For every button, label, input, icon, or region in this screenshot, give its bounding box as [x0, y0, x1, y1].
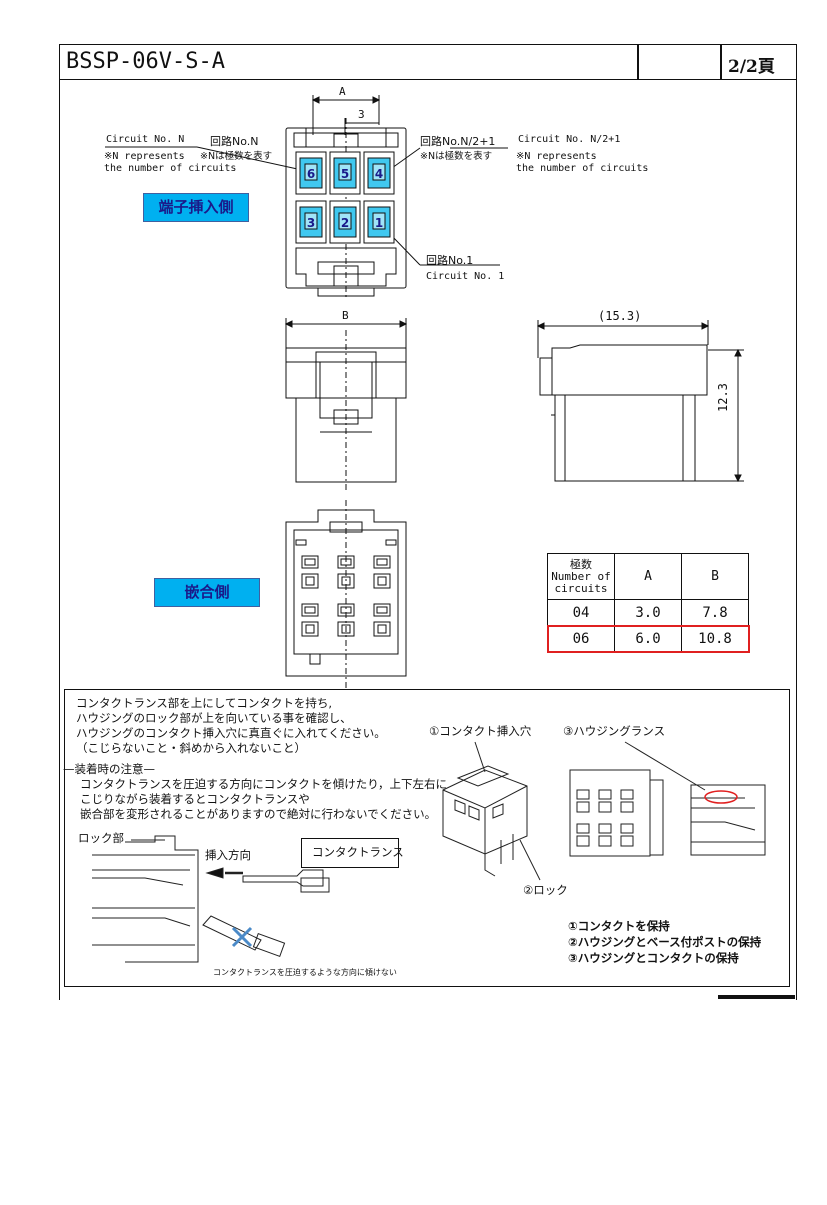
dim-height-label: 12.3 — [716, 383, 730, 412]
dim-b-label: B — [342, 309, 349, 322]
circuit-n2-jp-label: 回路No.N/2+1 — [420, 135, 496, 148]
mating-cavity — [373, 603, 391, 637]
cavity: 3 — [295, 200, 327, 244]
circuit-1-label: Circuit No. 1 — [426, 271, 505, 282]
lance-cavity — [576, 789, 590, 813]
caution-line: コンタクトランスを圧迫する方向にコンタクトを傾けたり，上下左右に — [80, 777, 447, 791]
note-line: （こじらないこと・斜めから入れないこと） — [76, 741, 306, 755]
cavity-grid: 6 5 4 3 2 1 — [295, 151, 395, 244]
mating-cavity-grid — [301, 555, 391, 637]
circuit-1-jp-label: 回路No.1 — [426, 254, 474, 267]
title-divider — [637, 45, 639, 79]
caution-title: —装着時の注意— — [63, 762, 155, 776]
contact-lance-callout: コンタクトランス — [301, 838, 404, 868]
mating-cavity — [337, 603, 355, 637]
n2-number-of-note: the number of circuits — [516, 163, 649, 174]
table-cell: 06 — [547, 625, 615, 652]
note-line: コンタクトランス部を上にしてコンタクトを持ち, — [76, 696, 333, 710]
cavity-number: 1 — [375, 216, 383, 230]
cavity-number: 4 — [375, 167, 383, 181]
part-number: BSSP-06V-S-A — [66, 49, 225, 74]
housing-lance-label: ③ハウジングランス — [563, 724, 666, 738]
mating-cavity — [373, 555, 391, 589]
cavity: 1 — [363, 200, 395, 244]
contact-lance-label: コンタクトランス — [312, 845, 404, 859]
circuit-n-label: Circuit No. N — [106, 134, 185, 145]
cavity: 5 — [329, 151, 361, 195]
circuit-n2-label: Circuit No. N/2+1 — [518, 134, 621, 145]
assembly-notes-box: コンタクトランス部を上にしてコンタクトを持ち, ハウジングのロック部が上を向いて… — [63, 689, 790, 987]
insertion-side-tag: 端子挿入側 — [143, 193, 249, 222]
note-line: ハウジングのロック部が上を向いている事を確認し、 — [76, 711, 352, 725]
table-cell: 3.0 — [614, 599, 682, 626]
header-circuits-jp: 極数 — [570, 557, 592, 571]
note-line: ハウジングのコンタクト挿入穴に真直ぐに入れてください。 — [76, 726, 386, 740]
cavity-number: 6 — [307, 167, 315, 181]
lance-cavity — [576, 823, 590, 847]
lance-cavity — [598, 789, 612, 813]
lance-cavity — [620, 823, 634, 847]
dim-3-label: 3 — [358, 108, 365, 121]
table-cell: 04 — [547, 599, 615, 626]
table-cell: 10.8 — [681, 625, 749, 652]
cavity-number: 2 — [341, 216, 349, 230]
dim-width-label: (15.3) — [598, 309, 642, 323]
n-represents-note: ※N represents — [104, 151, 185, 162]
n2-is-circuits-note: ※Nは極数を表す — [420, 151, 493, 162]
mating-cavity — [301, 603, 319, 637]
front-view-drawing: 6 5 4 3 2 1 — [105, 95, 744, 690]
cavity: 4 — [363, 151, 395, 195]
circuit-dimension-table: 極数 Number of circuits A B 04 3.0 7.8 06 … — [546, 553, 750, 653]
table-header-b: B — [681, 553, 749, 600]
cavity-number: 5 — [341, 167, 349, 181]
title-block: BSSP-06V-S-A 2/2頁 — [60, 45, 796, 80]
cavity-number: 3 — [307, 216, 315, 230]
caution-line: こじりながら装着するとコンタクトランスや — [80, 792, 310, 806]
lock-label: ②ロック — [523, 883, 568, 897]
mating-cavity — [337, 555, 355, 589]
table-row-highlighted: 06 6.0 10.8 — [546, 624, 750, 653]
lance-cavity-grid — [576, 789, 634, 847]
mating-side-tag: 嵌合側 — [154, 578, 260, 607]
lance-cavity — [598, 823, 612, 847]
contact-hole-label: ①コンタクト挿入穴 — [429, 724, 532, 738]
table-row: 04 3.0 7.8 — [547, 599, 749, 626]
legend-line: ①コンタクトを保持 — [568, 919, 670, 933]
circuit-n-jp-label: 回路No.N — [210, 135, 259, 148]
n2-represents-note: ※N represents — [516, 151, 597, 162]
drawing-sheet: BSSP-06V-S-A 2/2頁 — [59, 44, 797, 1000]
cavity: 6 — [295, 151, 327, 195]
caution-line: 嵌合部を変形されることがありますので絶対に行わないでください。 — [80, 807, 437, 821]
sheet-footer-bar — [718, 995, 795, 999]
lance-cavity — [620, 789, 634, 813]
table-header-circuits: 極数 Number of circuits — [547, 553, 615, 600]
assembly-illustrations — [92, 741, 766, 963]
legend-line: ②ハウジングとベース付ポストの保持 — [568, 935, 762, 949]
insert-direction-label: 挿入方向 — [205, 848, 251, 862]
lock-part-label: ロック部 — [78, 831, 124, 845]
mating-cavity — [301, 555, 319, 589]
no-tilt-caption: コンタクトランスを圧迫するような方向に傾けない — [213, 968, 397, 977]
table-cell: 6.0 — [614, 625, 682, 652]
table-cell: 7.8 — [681, 599, 749, 626]
n-number-of-note: the number of circuits — [104, 163, 237, 174]
page-number: 2/2頁 — [728, 57, 775, 77]
n-is-circuits-note: ※Nは極数を表す — [200, 151, 273, 162]
legend-line: ③ハウジングとコンタクトの保持 — [568, 951, 739, 965]
dim-a-label: A — [339, 85, 346, 98]
cavity: 2 — [329, 200, 361, 244]
header-circuits-en: Number of circuits — [551, 569, 611, 595]
title-divider — [720, 45, 722, 79]
table-header-a: A — [614, 553, 682, 600]
